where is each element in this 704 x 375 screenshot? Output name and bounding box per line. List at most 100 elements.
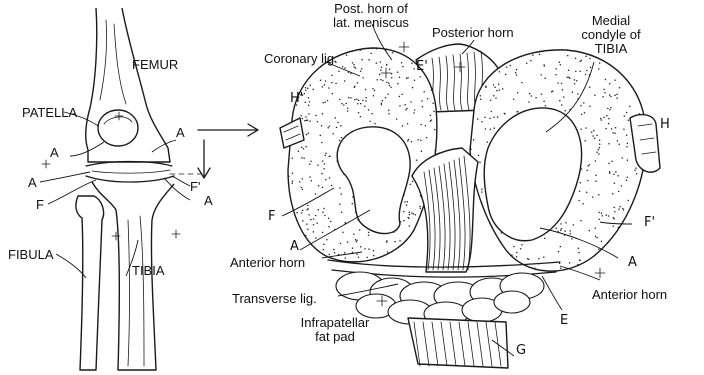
- stipple-dot: [408, 218, 410, 220]
- stipple-dot: [386, 241, 388, 243]
- stipple-dot: [305, 146, 307, 148]
- stipple-dot: [409, 184, 411, 186]
- stipple-dot: [422, 106, 424, 108]
- stipple-dot: [418, 230, 420, 232]
- stipple-dot: [555, 68, 557, 70]
- stipple-dot: [500, 56, 502, 58]
- stipple-dot: [518, 50, 520, 52]
- stipple-dot: [313, 266, 315, 268]
- stipple-dot: [341, 137, 343, 139]
- stipple-dot: [302, 241, 304, 243]
- stipple-dot: [484, 232, 486, 234]
- stipple-dot: [321, 125, 323, 127]
- stipple-dot: [617, 175, 619, 177]
- stipple-dot: [290, 88, 292, 90]
- stipple-dot: [292, 232, 294, 234]
- stipple-dot: [578, 252, 580, 254]
- stipple-dot: [511, 51, 513, 53]
- stipple-dot: [610, 107, 612, 109]
- stipple-dot: [313, 224, 315, 226]
- stipple-dot: [521, 244, 523, 246]
- stipple-dot: [598, 194, 600, 196]
- stipple-dot: [328, 267, 330, 269]
- stipple-dot: [520, 248, 522, 250]
- stipple-dot: [430, 48, 432, 50]
- stipple-dot: [372, 88, 374, 90]
- stipple-dot: [598, 249, 600, 251]
- stipple-dot: [316, 261, 318, 263]
- stipple-dot: [352, 62, 354, 64]
- stipple-dot: [629, 106, 631, 108]
- stipple-dot: [621, 185, 623, 187]
- stipple-dot: [638, 270, 640, 272]
- stipple-dot: [555, 227, 557, 229]
- stipple-dot: [639, 193, 641, 195]
- stipple-dot: [579, 71, 581, 73]
- stipple-dot: [567, 76, 569, 78]
- stipple-dot: [577, 264, 579, 266]
- stipple-dot: [636, 64, 638, 66]
- stipple-dot: [331, 82, 333, 84]
- stipple-dot: [365, 89, 367, 91]
- stipple-dot: [412, 181, 414, 183]
- stipple-dot: [339, 99, 341, 101]
- stipple-dot: [347, 107, 349, 109]
- stipple-dot: [301, 178, 303, 180]
- stipple-dot: [517, 92, 519, 94]
- stipple-dot: [307, 119, 309, 121]
- stipple-dot: [584, 140, 586, 142]
- stipple-dot: [586, 270, 588, 272]
- stipple-dot: [614, 268, 616, 270]
- stipple-dot: [312, 89, 314, 91]
- stipple-dot: [323, 249, 325, 251]
- stipple-dot: [624, 115, 626, 117]
- stipple-dot: [297, 75, 299, 77]
- stipple-dot: [614, 79, 616, 81]
- stipple-dot: [291, 182, 293, 184]
- stipple-dot: [511, 254, 513, 256]
- stipple-dot: [528, 258, 530, 260]
- stipple-dot: [406, 108, 408, 110]
- stipple-dot: [424, 214, 426, 216]
- stipple-dot: [559, 62, 561, 64]
- stipple-dot: [403, 220, 405, 222]
- stipple-dot: [313, 218, 315, 220]
- patella-bone: [98, 110, 138, 146]
- stipple-dot: [407, 140, 409, 142]
- stipple-dot: [612, 193, 614, 195]
- stipple-dot: [532, 54, 534, 56]
- stipple-dot: [392, 52, 394, 54]
- stipple-dot: [595, 228, 597, 230]
- stipple-dot: [647, 84, 649, 86]
- stipple-dot: [301, 157, 303, 159]
- stipple-dot: [302, 210, 304, 212]
- stipple-dot: [360, 116, 362, 118]
- stipple-dot: [339, 187, 341, 189]
- stipple-dot: [430, 115, 432, 117]
- stipple-dot: [322, 160, 324, 162]
- stipple-dot: [586, 192, 588, 194]
- fibula-label: FIBULA: [8, 248, 54, 262]
- stipple-dot: [365, 100, 367, 102]
- stipple-dot: [626, 180, 628, 182]
- stipple-dot: [340, 243, 342, 245]
- stipple-dot: [561, 228, 563, 230]
- stipple-dot: [413, 268, 415, 270]
- stipple-dot: [344, 80, 346, 82]
- stipple-dot: [364, 106, 366, 108]
- stipple-dot: [619, 206, 621, 208]
- stipple-dot: [595, 160, 597, 162]
- stipple-dot: [430, 120, 432, 122]
- stipple-dot: [299, 242, 301, 244]
- stipple-dot: [292, 172, 294, 174]
- stipple-dot: [588, 268, 590, 270]
- stipple-dot: [493, 117, 495, 119]
- stipple-dot: [595, 174, 597, 176]
- stipple-dot: [569, 233, 571, 235]
- stipple-dot: [614, 183, 616, 185]
- stipple-dot: [504, 113, 506, 115]
- stipple-dot: [560, 246, 562, 248]
- stipple-dot: [486, 141, 488, 143]
- stipple-dot: [341, 212, 343, 214]
- stipple-dot: [475, 216, 477, 218]
